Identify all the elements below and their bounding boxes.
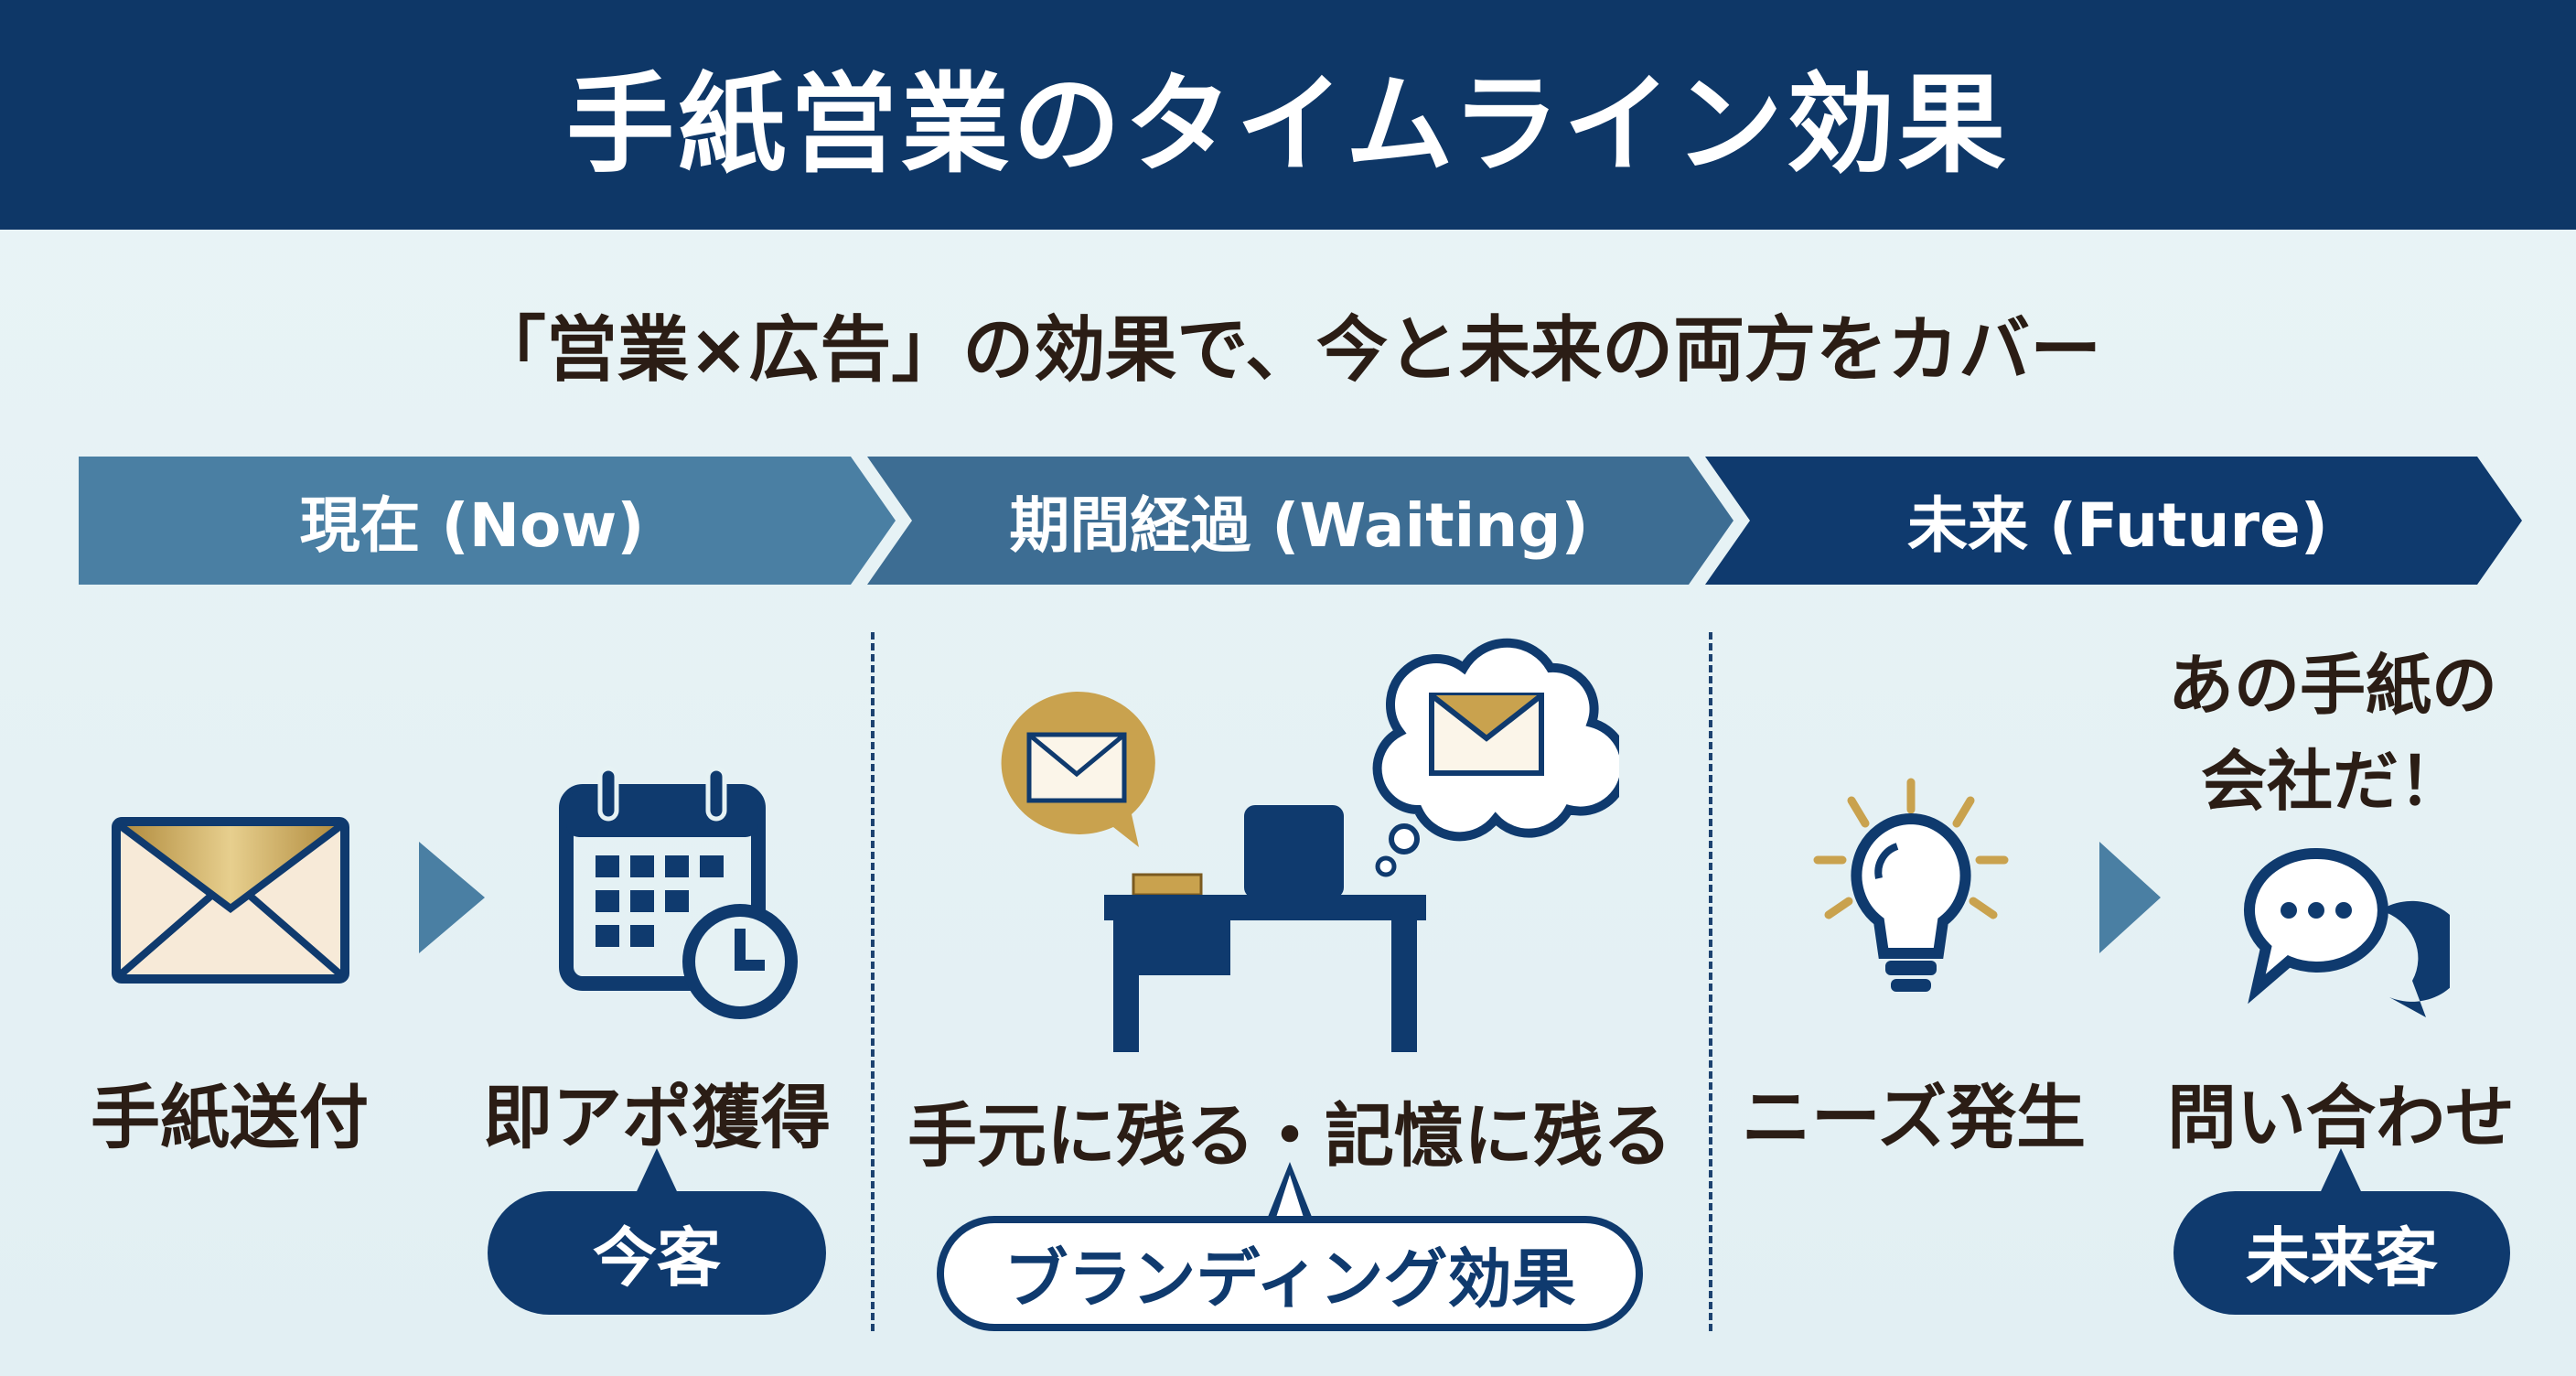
- phase-future: 未来 (Future): [1743, 457, 2493, 585]
- arrow-right-icon: [419, 842, 485, 953]
- calendar-clock-icon: [559, 766, 798, 1019]
- phase-future-label: 未来 (Future): [1907, 490, 2328, 561]
- envelope-icon: [112, 817, 349, 984]
- divider-line: [871, 632, 875, 1331]
- phase-now-label: 現在 (Now): [299, 490, 645, 561]
- chat-bubbles-icon: [2244, 847, 2450, 1017]
- thought-cloud-envelope-icon: [1372, 638, 1619, 877]
- badge-future-customer: 未来客: [2174, 1191, 2510, 1315]
- badge-now-customer: 今客: [488, 1191, 826, 1315]
- step-need-label: ニーズ発生: [1741, 1077, 2087, 1158]
- phase-waiting-shape: [867, 457, 1733, 585]
- phase-now-shape: [79, 457, 896, 585]
- step-appointment-label: 即アポ獲得: [483, 1077, 831, 1158]
- badge-branding-effect: ブランディング効果: [937, 1216, 1643, 1331]
- speech-text-line1: あの手紙の: [2167, 647, 2498, 724]
- phase-future-shape: [1705, 457, 2522, 585]
- phase-waiting: 期間経過 (Waiting): [906, 457, 1692, 585]
- speech-bubble-envelope-icon: [1001, 691, 1155, 847]
- divider-line: [1709, 632, 1712, 1331]
- step-inquiry-label: 問い合わせ: [2167, 1077, 2515, 1158]
- subtitle: 「営業×広告」の効果で、今と未来の両方をカバー: [474, 309, 2102, 392]
- badge-pointer: [631, 1148, 682, 1203]
- page-title: 手紙営業のタイムライン効果: [566, 61, 2010, 188]
- title-banner: 手紙営業のタイムライン効果: [0, 0, 2576, 230]
- arrow-right-icon: [2099, 842, 2161, 953]
- badge-pointer: [1264, 1162, 1315, 1226]
- phase-chevron-bar: [79, 457, 2522, 585]
- phase-waiting-label: 期間経過 (Waiting): [1009, 490, 1589, 561]
- lightbulb-icon: [1813, 778, 2009, 992]
- speech-text-line2: 会社だ！: [2200, 743, 2465, 820]
- badge-pointer: [2315, 1148, 2367, 1203]
- desk-icon: [1104, 805, 1426, 1052]
- phase-now: 現在 (Now): [79, 457, 865, 585]
- step-send-label: 手紙送付: [91, 1077, 369, 1158]
